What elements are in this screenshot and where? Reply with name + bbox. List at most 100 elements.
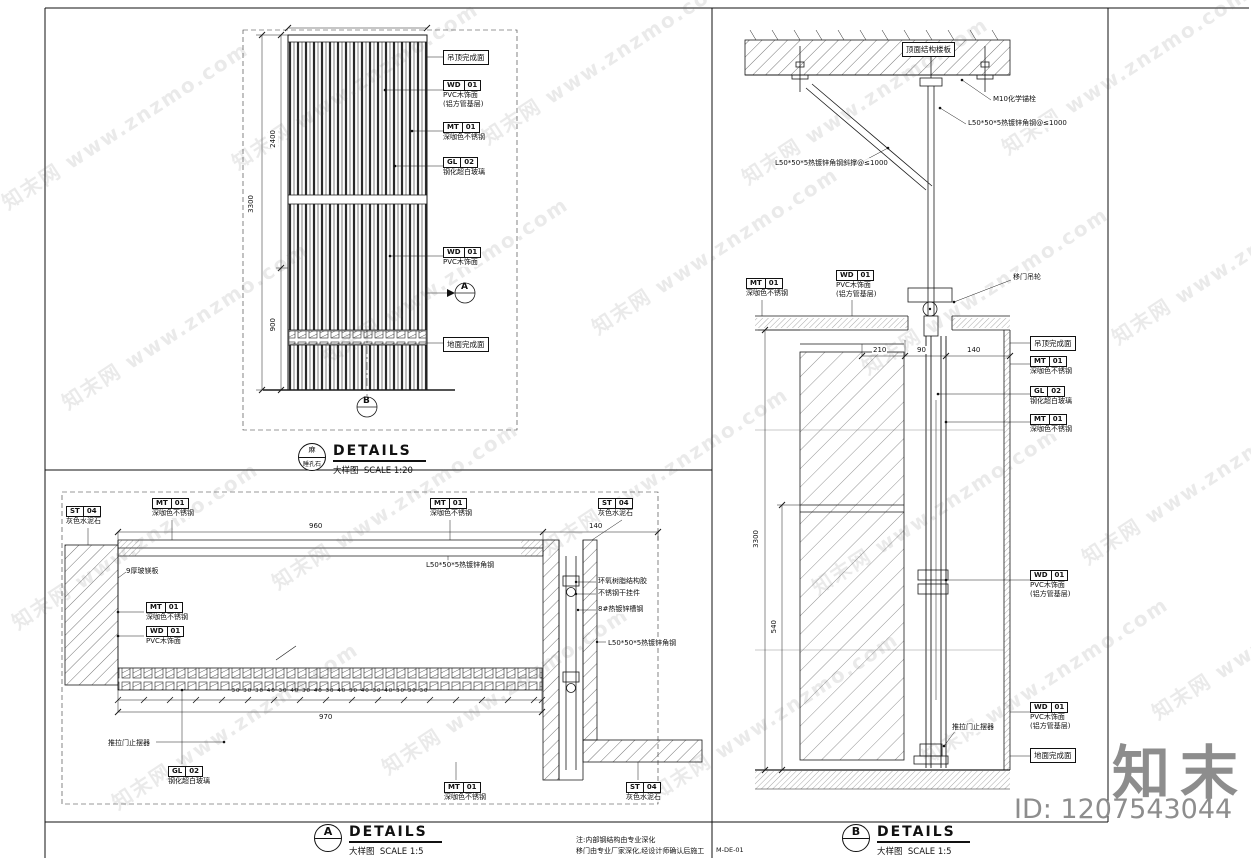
note-line-2: 移门由专业厂家深化,经设计师确认后施工: [576, 847, 705, 856]
title-bubble: 麻 睡孔石: [298, 443, 326, 471]
tag-number: 02: [460, 158, 477, 167]
ceiling-finish-label: 吊顶完成面: [1030, 336, 1076, 351]
tag-number: 04: [642, 783, 660, 792]
tag-caption: 钢化超白玻璃: [1030, 396, 1072, 406]
tag-caption: PVC木饰面: [443, 257, 478, 267]
tag-code: MT: [448, 783, 460, 791]
tag-number: 01: [856, 271, 874, 280]
tag-code: GL: [447, 158, 458, 166]
tag-code: ST: [630, 783, 640, 791]
bubble-bottom: [843, 839, 869, 851]
dim-sequence: 30 30 30 40 30 40 30 40 30 40 30 40 30 4…: [231, 688, 429, 694]
dim-90: 90: [916, 346, 927, 354]
tag-number: 01: [1048, 415, 1066, 424]
title-heading: DETAILS: [877, 824, 970, 843]
annotation-hanger: 不锈钢干挂件: [598, 588, 640, 598]
dim-960: 960: [308, 522, 324, 530]
dim-970: 970: [318, 713, 334, 721]
tag-caption: PVC木饰面: [146, 636, 181, 646]
detail-b-linework: [744, 29, 1030, 790]
image-id-text: ID: 1207543044: [1014, 794, 1233, 825]
floor-finish-label: 地面完成面: [1030, 748, 1076, 763]
annotation-door-wheel: 移门吊轮: [1013, 272, 1041, 282]
slab-label: 顶面结构楼板: [902, 42, 955, 57]
dim-overall: 3300: [751, 530, 761, 548]
annotation-door-stopper: 推拉门止摆器: [952, 722, 994, 732]
tag-caption: 深咖色不锈钢: [444, 792, 486, 802]
tag-caption-2: (铝方管基层): [1030, 589, 1071, 599]
bubble-bottom: [315, 839, 341, 851]
bubble-bottom: 睡孔石: [302, 461, 321, 469]
section-marker-a: A: [461, 282, 468, 292]
tag-code: MT: [1034, 357, 1046, 365]
bubble-letter: A: [315, 825, 341, 839]
title-text: DETAILS 大样图 SCALE 1:20: [333, 443, 426, 476]
bubble-letter: B: [843, 825, 869, 839]
tag-caption-2: (铝方管基层): [1030, 721, 1071, 731]
section-marker-b: B: [363, 396, 370, 406]
site-brand-watermark: 知末: [1112, 739, 1249, 807]
tag-caption: PVC木饰面: [1030, 580, 1065, 590]
general-note: 注:内部钢结构由专业深化 移门由专业厂家深化,经设计师确认后施工: [576, 835, 705, 858]
tag-code: WD: [447, 81, 461, 89]
title-bubble-b: B: [842, 824, 870, 852]
tag-number: 04: [82, 507, 100, 516]
tag-code: WD: [840, 271, 854, 279]
annotation-anchor: M10化学锚栓: [993, 94, 1036, 104]
title-scale: 大样图 SCALE 1:5: [877, 847, 952, 857]
annotation-channel: 8#热镀锌槽钢: [598, 604, 644, 614]
ceiling-finish-label: 吊顶完成面: [443, 50, 489, 65]
title-scale: 大样图 SCALE 1:5: [349, 847, 424, 857]
tag-code: WD: [447, 248, 461, 256]
detail-b-title-block: B DETAILS 大样图 SCALE 1:5: [842, 824, 970, 857]
dim-140: 140: [966, 346, 982, 354]
title-text: DETAILS 大样图 SCALE 1:5: [349, 824, 442, 857]
elevation-title-block: 麻 睡孔石 DETAILS 大样图 SCALE 1:20: [298, 443, 426, 476]
tag-caption: PVC木饰面: [836, 280, 871, 290]
dim-210: 210: [872, 346, 888, 354]
elevation-linework: [242, 24, 518, 431]
tag-caption: 灰色水泥石: [66, 516, 101, 526]
title-scale: 大样图 SCALE 1:20: [333, 466, 413, 476]
tag-caption: PVC木饰面: [443, 90, 478, 100]
title-bubble-a: A: [314, 824, 342, 852]
tag-code: WD: [1034, 703, 1048, 711]
detail-a-title-block: A DETAILS 大样图 SCALE 1:5: [314, 824, 442, 857]
tag-number: 01: [462, 783, 480, 792]
tag-code: WD: [1034, 571, 1048, 579]
tag-caption: 灰色水泥石: [626, 792, 661, 802]
tag-number: 01: [764, 279, 782, 288]
tag-caption-2: (铝方管基层): [443, 99, 484, 109]
tag-number: 01: [166, 627, 184, 636]
tag-code: ST: [602, 499, 612, 507]
tag-number: 02: [185, 767, 202, 776]
tag-caption: 深咖色不锈钢: [1030, 366, 1072, 376]
tag-caption: 灰色水泥石: [598, 508, 633, 518]
tag-number: 04: [614, 499, 632, 508]
tag-number: 01: [461, 123, 479, 132]
tag-code: MT: [156, 499, 168, 507]
dim-overall: 3300: [246, 195, 256, 213]
tag-number: 01: [1048, 357, 1066, 366]
tag-number: 01: [1050, 703, 1068, 712]
tag-caption: PVC木饰面: [1030, 712, 1065, 722]
annotation-door-stopper: 推拉门止摆器: [108, 738, 150, 748]
tag-number: 01: [1050, 571, 1068, 580]
tag-number: 01: [170, 499, 188, 508]
annotation-epoxy: 环氧树脂结构胶: [598, 576, 647, 586]
tag-number: 01: [448, 499, 466, 508]
